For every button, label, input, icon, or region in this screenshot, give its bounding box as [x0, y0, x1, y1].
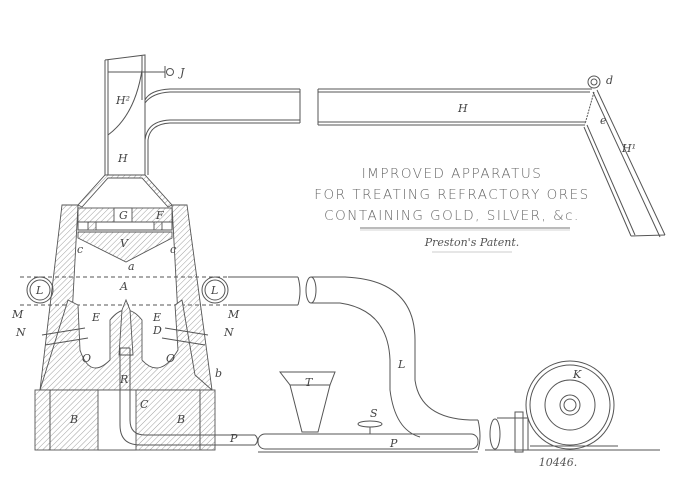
drawing-number: 10446. — [539, 456, 578, 469]
label-G: G — [119, 209, 128, 222]
label-H: H — [117, 152, 128, 165]
label-M-left: M — [11, 308, 24, 321]
label-N-left: N — [15, 326, 26, 339]
label-R: R — [119, 373, 128, 386]
label-J: J — [178, 66, 185, 79]
label-O-left: O — [82, 352, 91, 365]
label-E-right: E — [152, 311, 161, 324]
label-b: b — [215, 367, 222, 380]
label-H1: H¹ — [621, 142, 636, 155]
label-S: S — [370, 407, 378, 420]
hopper-T — [257, 371, 479, 453]
label-a: a — [128, 260, 135, 273]
label-A: A — [119, 280, 128, 293]
label-H-pipe: H — [457, 102, 468, 115]
label-c-left: c — [77, 243, 83, 256]
label-B-left: B — [69, 413, 78, 426]
air-ring-left — [26, 276, 54, 304]
blower-K — [485, 360, 660, 453]
label-M-right: M — [227, 308, 240, 321]
chimney — [104, 54, 174, 175]
hood — [77, 174, 173, 208]
label-O-right: O — [166, 352, 175, 365]
damper-handle-icon — [166, 68, 174, 76]
label-P-left: P — [229, 432, 238, 445]
air-pipe-L — [305, 276, 481, 451]
title-line-3: CONTAINING GOLD, SILVER, &c. — [324, 208, 580, 224]
upper-pipe-left — [144, 88, 301, 175]
label-V: V — [120, 237, 129, 250]
label-N-right: N — [223, 326, 234, 339]
air-ring-right — [201, 276, 229, 304]
label-L-left: L — [35, 284, 43, 297]
furnace-body — [20, 204, 300, 451]
title-line-1: IMPROVED APPARATUS — [362, 166, 543, 182]
label-c-right: c — [170, 243, 176, 256]
label-L-right: L — [210, 284, 218, 297]
label-P-right: P — [389, 437, 398, 450]
label-F: F — [155, 209, 164, 222]
label-B-right: B — [176, 413, 185, 426]
upper-pipe-right — [317, 75, 666, 238]
valve-d-icon — [587, 75, 601, 89]
label-d: d — [606, 74, 613, 87]
label-T: T — [305, 376, 314, 389]
label-H2: H² — [115, 94, 130, 107]
title-line-2: FOR TREATING REFRACTORY ORES — [314, 187, 589, 203]
label-D: D — [152, 324, 162, 337]
drawing-title: IMPROVED APPARATUS FOR TREATING REFRACTO… — [314, 166, 589, 253]
label-K: K — [572, 368, 582, 381]
label-E-left: E — [91, 311, 100, 324]
label-L-pipe: L — [397, 358, 405, 371]
patent-name: Preston's Patent. — [424, 236, 520, 249]
label-e: e — [600, 114, 607, 127]
part-labels: J H² H H d e H¹ G F V c c a A L L M M N … — [11, 66, 636, 450]
label-C: C — [140, 398, 149, 411]
